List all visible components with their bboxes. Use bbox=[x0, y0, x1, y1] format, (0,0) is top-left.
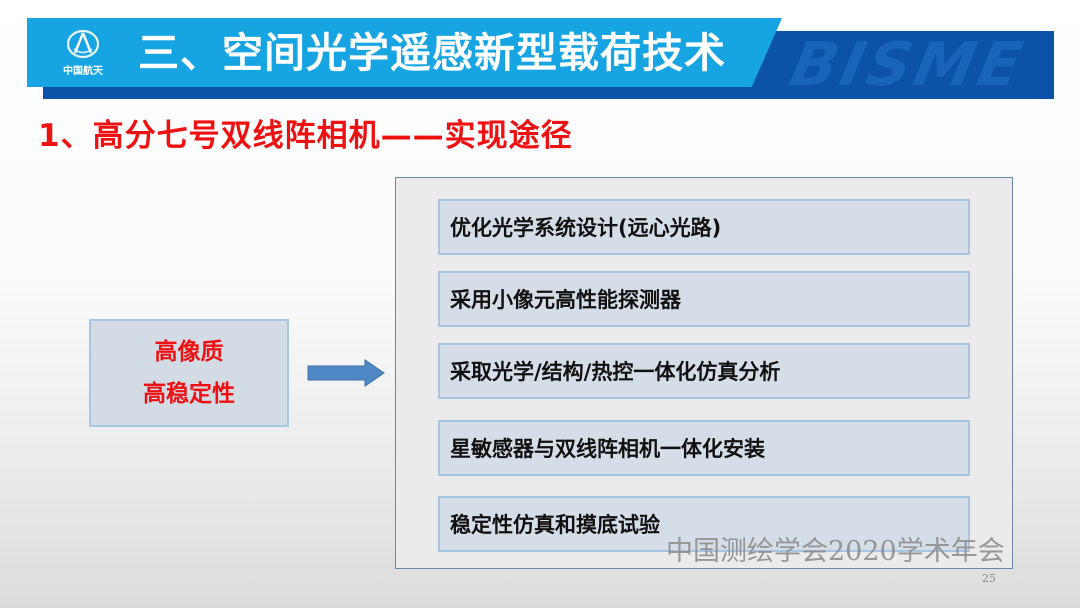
approach-item: 采用小像元高性能探测器 bbox=[438, 271, 970, 327]
goal-box: 高像质 高稳定性 bbox=[89, 319, 289, 427]
approach-item: 采取光学/结构/热控一体化仿真分析 bbox=[438, 343, 970, 399]
right-arrow-icon bbox=[307, 359, 385, 387]
conference-watermark: 中国测绘学会2020学术年会 bbox=[666, 536, 1005, 567]
approach-item: 稳定性仿真和摸底试验 bbox=[438, 496, 970, 552]
page-title: 三、空间光学遥感新型载荷技术 bbox=[138, 29, 726, 77]
approach-item: 星敏感器与双线阵相机一体化安装 bbox=[438, 420, 970, 476]
casc-logo: 中国航天 bbox=[53, 29, 113, 79]
approaches-container: 优化光学系统设计(远心光路) 采用小像元高性能探测器 采取光学/结构/热控一体化… bbox=[395, 177, 1013, 569]
page-number: 25 bbox=[982, 572, 996, 585]
goal-line: 高稳定性 bbox=[143, 381, 235, 407]
header-banner-light bbox=[27, 18, 782, 87]
casc-emblem-icon bbox=[66, 29, 100, 59]
section-subtitle: 1、高分七号双线阵相机——实现途径 bbox=[38, 118, 573, 154]
brand-watermark: BISME bbox=[784, 30, 1032, 100]
goal-line: 高像质 bbox=[154, 339, 224, 365]
logo-text: 中国航天 bbox=[63, 66, 103, 77]
approach-item: 优化光学系统设计(远心光路) bbox=[438, 199, 970, 255]
